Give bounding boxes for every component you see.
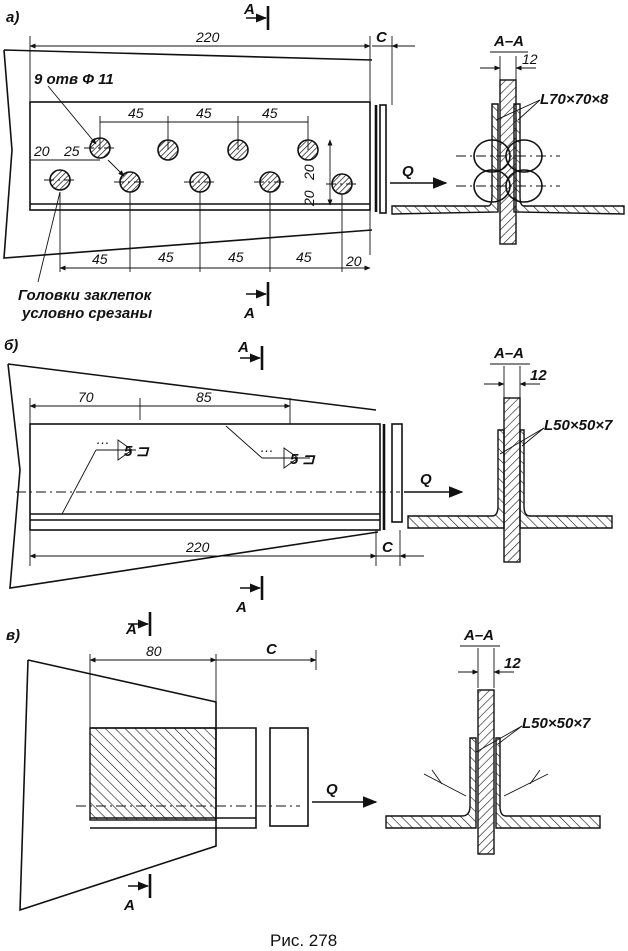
- section-a-a-a: А–А 12 L70×70×8: [391, 33, 625, 245]
- dim-70-b: 70: [78, 389, 94, 405]
- section-mark-v-bottom: А: [123, 874, 152, 914]
- panel-b-label: б): [4, 337, 18, 354]
- dim-220-b: 220: [185, 539, 210, 555]
- svg-text:…: …: [260, 439, 274, 455]
- svg-text:А–А: А–А: [463, 627, 494, 644]
- dim-top-45-1: 45: [128, 105, 144, 121]
- dim-bot-45-2: 45: [158, 249, 174, 265]
- svg-text:А: А: [123, 897, 135, 914]
- holes-note: 9 отв Ф 11: [34, 71, 114, 88]
- gusset-plate-a: [3, 49, 373, 259]
- dim-220-a: 220: [195, 29, 220, 45]
- figure-caption: Рис. 278: [270, 931, 337, 950]
- dim-bot-45-4: 45: [296, 249, 312, 265]
- dim-left-25: 25: [63, 143, 80, 159]
- plate-edge-b: [391, 423, 403, 523]
- weld-symbol-2: … 5 ⊐: [225, 425, 316, 469]
- svg-text:⊐: ⊐: [302, 451, 316, 468]
- svg-text:L50×50×7: L50×50×7: [522, 715, 591, 732]
- weld-symbol-1: … 5 ⊐: [61, 431, 150, 515]
- svg-text:5: 5: [124, 443, 133, 460]
- rivet-note-2: условно срезаны: [21, 305, 152, 322]
- dim-right-20-2: 20: [301, 164, 317, 181]
- force-q-a: Q: [402, 163, 414, 180]
- svg-text:А: А: [237, 339, 249, 356]
- svg-text:L70×70×8: L70×70×8: [540, 91, 609, 108]
- force-q-v: Q: [326, 781, 338, 798]
- svg-text:А–А: А–А: [493, 33, 524, 50]
- section-a-a-b: А–А 12 L50×50×7: [407, 345, 613, 563]
- dim-bot-45-3: 45: [228, 249, 244, 265]
- dim-top-45-3: 45: [262, 105, 278, 121]
- dim-bot-45-1: 45: [92, 251, 108, 267]
- section-mark-b-bottom: А: [235, 576, 264, 616]
- dim-85-b: 85: [196, 389, 212, 405]
- panel-a: а) А 220 C 9 отв Ф 11 45 45 45: [3, 1, 625, 322]
- svg-text:А: А: [243, 1, 255, 18]
- dim-c-a: C: [376, 29, 388, 46]
- dim-c-v: C: [266, 641, 278, 658]
- plate-edge-a: [379, 104, 387, 214]
- svg-text:…: …: [96, 431, 110, 447]
- section-a-a-v: А–А 12 L50×50×7: [385, 627, 601, 855]
- dim-top-45-2: 45: [196, 105, 212, 121]
- section-mark-v-top: А: [125, 612, 152, 638]
- section-mark-a-bottom: А: [243, 282, 270, 322]
- force-q-b: Q: [420, 471, 432, 488]
- panel-v-label: в): [6, 627, 20, 644]
- svg-text:⊐: ⊐: [136, 443, 150, 460]
- dim-bot-20: 20: [345, 253, 362, 269]
- svg-text:12: 12: [504, 655, 521, 672]
- panel-v: в) А 80 C А Q А–А: [6, 612, 601, 914]
- svg-text:L50×50×7: L50×50×7: [544, 417, 613, 434]
- panel-b: б) А 70 85 … 5 ⊐: [4, 337, 613, 616]
- plate-edge-v: [269, 727, 309, 827]
- dim-80-v: 80: [146, 643, 162, 659]
- svg-text:А: А: [235, 599, 247, 616]
- weld-zone-v: [89, 727, 217, 821]
- section-mark-b-top: А: [237, 339, 264, 370]
- rivet-note-1: Головки заклепок: [18, 287, 153, 304]
- svg-text:12: 12: [522, 51, 538, 67]
- panel-a-label: а): [6, 9, 19, 26]
- svg-text:А: А: [243, 305, 255, 322]
- dim-c-b: C: [382, 539, 394, 556]
- section-mark-a-top: А: [243, 1, 270, 30]
- angle-b: [29, 423, 381, 531]
- svg-text:А: А: [125, 621, 137, 638]
- gusset-plate-v: [19, 659, 217, 912]
- dim-right-20-1: 20: [301, 190, 317, 207]
- gusset-plate-b: [7, 363, 379, 589]
- svg-text:12: 12: [530, 367, 547, 384]
- dim-left-20: 20: [33, 143, 50, 159]
- svg-text:А–А: А–А: [493, 345, 524, 362]
- svg-text:5: 5: [290, 451, 299, 468]
